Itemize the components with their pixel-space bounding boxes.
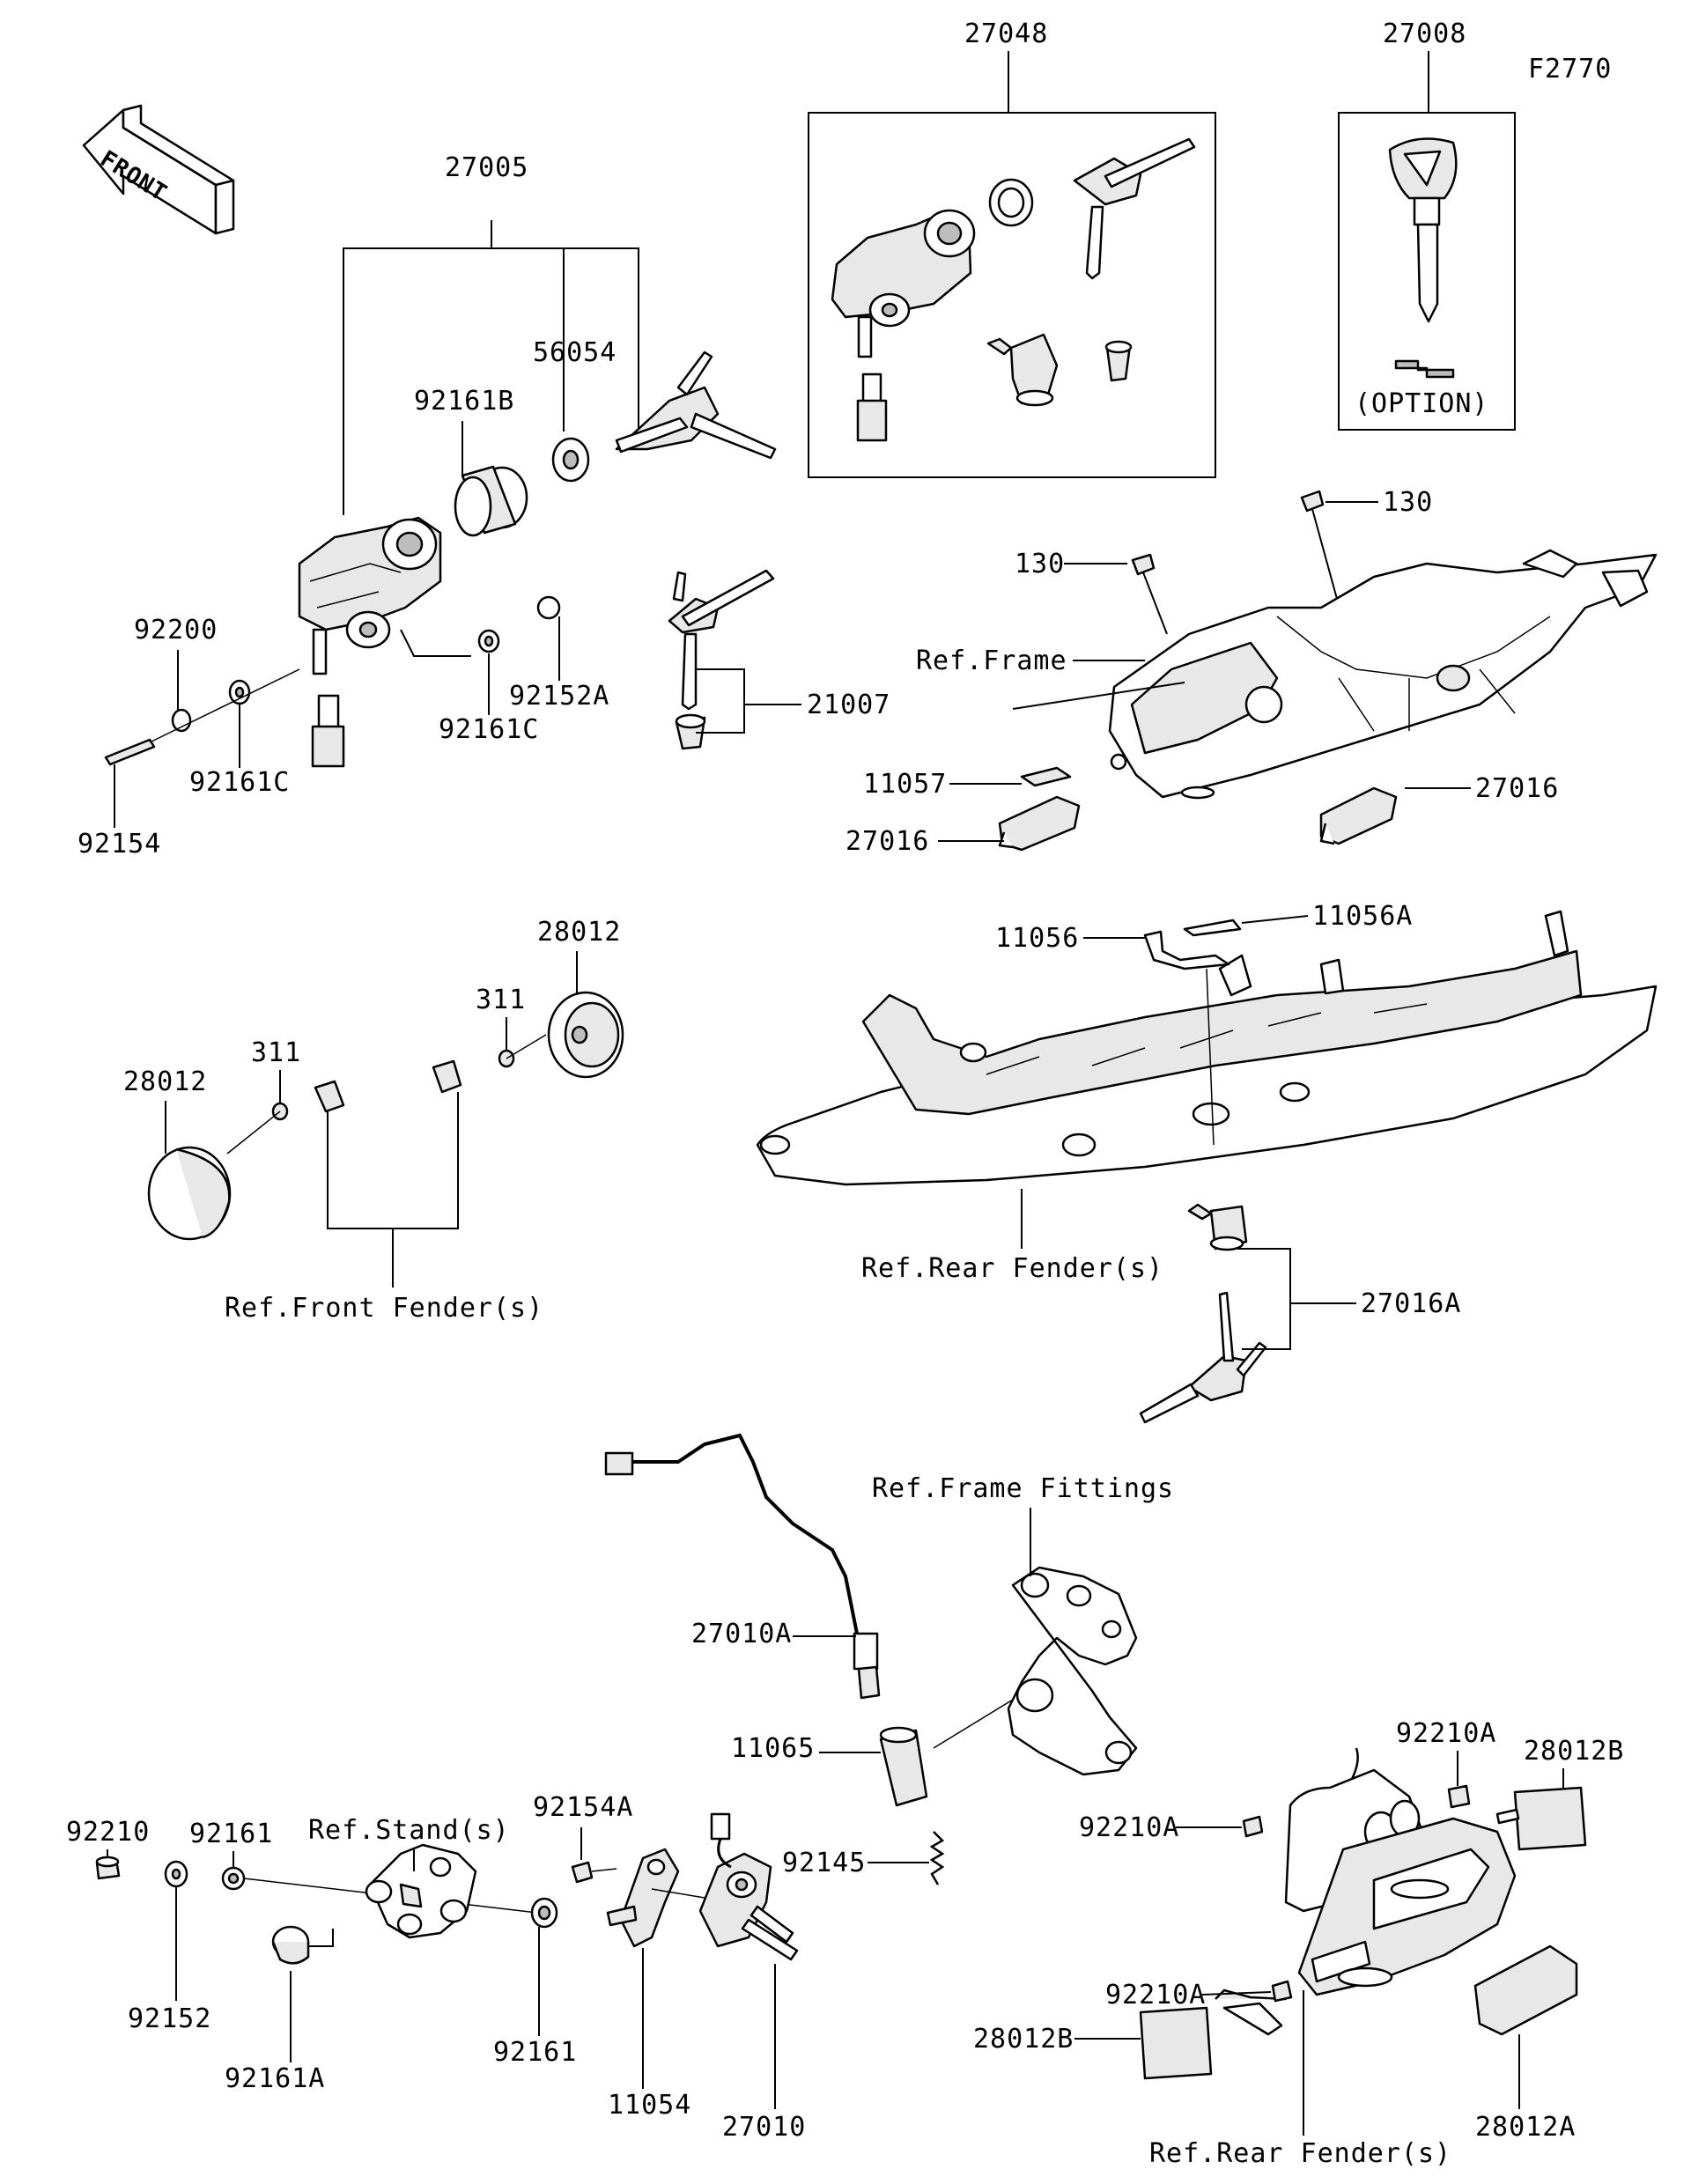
nut-92210a-low: [1271, 1980, 1293, 2003]
label-11054: 11054: [608, 2090, 691, 2121]
label-311-left: 311: [251, 1037, 301, 1068]
stud-right: [432, 1059, 462, 1094]
figure-code: F2770: [1528, 54, 1612, 85]
label-ref-frame: Ref.Frame: [916, 646, 1067, 676]
stud-left: [314, 1080, 345, 1113]
switch-harness-27010a: [604, 1433, 881, 1700]
stand-reference: [365, 1843, 477, 1939]
ignition-switch-kit: [831, 137, 1196, 442]
label-92161a: 92161A: [225, 2063, 325, 2094]
label-92161c-left: 92161C: [189, 767, 290, 798]
kit-box-27008: [1338, 112, 1516, 431]
label-27016-right: 27016: [1475, 773, 1559, 804]
plug-92161a: [271, 1925, 310, 1965]
nut-92210a-top: [1447, 1784, 1471, 1809]
screw-92154a: [571, 1861, 617, 1884]
label-27016a: 27016A: [1361, 1288, 1461, 1319]
kit-box-27048: [808, 112, 1216, 478]
label-92145: 92145: [782, 1848, 866, 1878]
label-ref-rear-fender-top: Ref.Rear Fender(s): [861, 1253, 1163, 1284]
bolt-130-a: [1131, 553, 1168, 635]
label-11065: 11065: [731, 1733, 815, 1764]
label-27010a: 27010A: [691, 1619, 792, 1649]
lock-27016-left: [998, 795, 1081, 852]
label-28012-right: 28012: [537, 917, 621, 948]
label-27010: 27010: [722, 2112, 806, 2143]
clip-11056a: [1183, 919, 1242, 937]
label-130-left: 130: [1015, 549, 1065, 579]
label-28012a: 28012A: [1475, 2112, 1576, 2143]
reflector-28012b-bottom: [1139, 2006, 1213, 2080]
bolt-130-b: [1300, 490, 1338, 600]
lock-27016a: [1139, 1203, 1267, 1424]
label-92210a-top: 92210A: [1396, 1718, 1496, 1749]
washer-92152a: [536, 595, 561, 620]
key-lock-21007: [668, 569, 775, 750]
label-ref-frame-fittings: Ref.Frame Fittings: [872, 1473, 1174, 1504]
label-92152a: 92152A: [509, 681, 609, 712]
reflector-28012a: [1473, 1944, 1578, 2036]
nut-92210a-mid: [1242, 1815, 1264, 1838]
screw-92154: [104, 738, 156, 766]
label-27016-left: 27016: [846, 826, 929, 857]
label-ref-stands: Ref.Stand(s): [308, 1815, 510, 1846]
label-92200: 92200: [134, 615, 218, 646]
clip-11056: [1143, 930, 1230, 970]
label-27048: 27048: [964, 18, 1048, 49]
switch-27010: [698, 1812, 799, 1961]
frame-fittings-reference: [1007, 1566, 1138, 1776]
label-option: (OPTION): [1355, 388, 1489, 419]
nut-92210: [95, 1856, 121, 1880]
reflector-28012-right: [547, 991, 624, 1079]
label-311-right: 311: [476, 985, 526, 1015]
label-ref-front-fender: Ref.Front Fender(s): [225, 1293, 543, 1324]
label-11057: 11057: [863, 769, 947, 800]
label-21007: 21007: [807, 690, 890, 720]
key-set-27005: [615, 350, 777, 460]
reflector-28012-left: [147, 1146, 232, 1241]
rear-fender-reference: [756, 910, 1658, 1186]
label-92161b: 92161B: [414, 386, 514, 417]
bracket-11054: [606, 1848, 680, 1948]
label-ref-rear-fender-bottom: Ref.Rear Fender(s): [1149, 2138, 1451, 2169]
frame-reference: [1108, 549, 1658, 800]
label-11056: 11056: [995, 923, 1079, 954]
label-28012b-top: 28012B: [1524, 1736, 1624, 1767]
cover-11065: [879, 1726, 928, 1807]
label-92210: 92210: [66, 1817, 150, 1848]
plate-11057: [1020, 766, 1072, 787]
label-92154a: 92154A: [533, 1792, 633, 1823]
label-28012-left: 28012: [123, 1066, 207, 1097]
label-27005: 27005: [445, 152, 528, 183]
blank-key-27008: [1388, 137, 1458, 379]
label-92152: 92152: [128, 2003, 211, 2034]
label-92210a-low: 92210A: [1105, 1980, 1206, 2011]
spring-92145: [929, 1831, 945, 1885]
label-28012b-bottom: 28012B: [973, 2024, 1074, 2055]
washer-92200: [171, 708, 192, 733]
collar-92161b: [454, 465, 528, 537]
label-11056a: 11056A: [1312, 901, 1413, 932]
front-arrow-icon: FRONT: [82, 104, 235, 235]
reflector-28012b-top: [1495, 1786, 1587, 1851]
label-92161-left: 92161: [189, 1819, 273, 1849]
label-130-right: 130: [1383, 487, 1433, 518]
ignition-switch-group: [104, 220, 777, 768]
label-56054: 56054: [533, 337, 617, 368]
label-92161c-right: 92161C: [439, 714, 539, 745]
label-27008: 27008: [1383, 18, 1466, 49]
label-92154: 92154: [78, 829, 161, 860]
lock-27016-right: [1319, 786, 1398, 845]
label-92210a-mid: 92210A: [1079, 1812, 1179, 1843]
rear-fender-bracket-reference: [1215, 1747, 1517, 2036]
ignition-switch: [298, 516, 442, 768]
label-92161-right: 92161: [493, 2037, 577, 2068]
